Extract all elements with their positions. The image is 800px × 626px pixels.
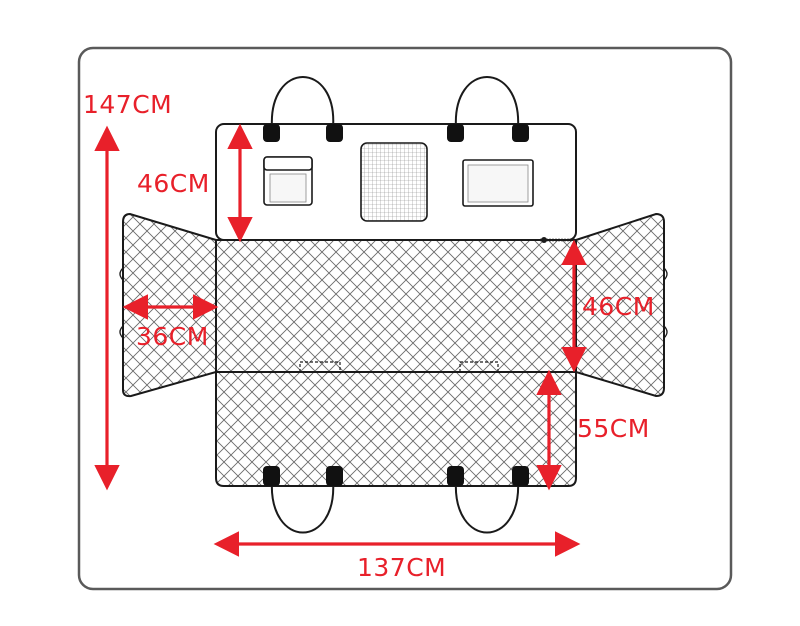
strap-loop-icon [454, 76, 520, 129]
label-total-height: 147CM [83, 90, 172, 119]
label-side-flap-width: 36CM [136, 322, 209, 351]
right-side-flap [575, 212, 665, 398]
storage-pocket-icon [263, 156, 313, 206]
dimension-arrows [94, 123, 587, 557]
label-backrest-height: 46CM [137, 169, 210, 198]
label-total-width: 137CM [357, 553, 446, 582]
top-clips [263, 124, 529, 142]
strap-loop-icon [270, 76, 335, 129]
storage-pocket-icon [462, 159, 534, 207]
left-side-flap [122, 212, 217, 398]
mesh-window-icon [360, 142, 428, 222]
seat-panel [215, 239, 577, 373]
bottom-panel [215, 371, 577, 487]
top-handles [270, 76, 520, 129]
seatbelt-openings [299, 361, 499, 372]
bottom-clips [263, 466, 529, 486]
right-flap-tabs [663, 267, 668, 339]
left-flap-tabs [119, 267, 124, 339]
label-bottom-panel-height: 55CM [577, 414, 650, 443]
label-seat-depth: 46CM [582, 292, 655, 321]
